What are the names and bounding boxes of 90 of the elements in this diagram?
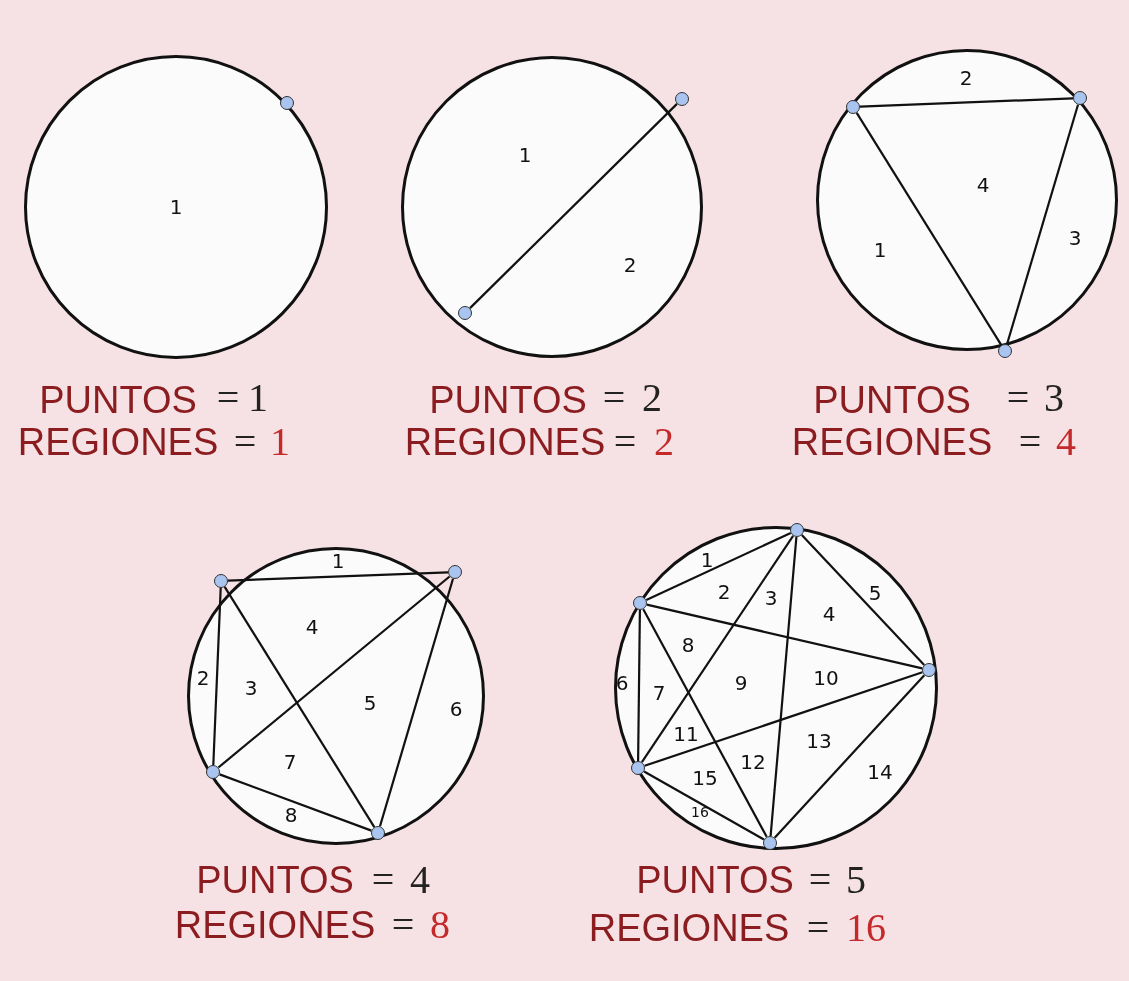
chord-line — [378, 578, 455, 827]
region-number: 1 — [331, 551, 345, 571]
region-number: 15 — [692, 768, 718, 788]
chord-line — [855, 112, 1003, 346]
chord-line — [217, 575, 451, 769]
region-number: 1 — [169, 197, 183, 217]
region-number: 7 — [283, 752, 297, 772]
region-number: 3 — [1068, 228, 1082, 248]
point-dot — [675, 92, 689, 106]
region-number: 10 — [813, 668, 839, 688]
chord-line — [644, 671, 923, 767]
point-dot — [633, 596, 647, 610]
region-number: 5 — [868, 583, 882, 603]
region-number: 2 — [959, 68, 973, 88]
caption-value: 4 — [1056, 422, 1076, 462]
region-number: 4 — [976, 175, 990, 195]
point-dot — [998, 344, 1012, 358]
region-number: 6 — [449, 699, 463, 719]
caption-label: REGIONES — [791, 423, 993, 461]
caption-value: 5 — [846, 860, 866, 900]
equals-sign: = — [391, 905, 415, 945]
caption-label: REGIONES — [404, 423, 606, 461]
chord-line — [637, 610, 641, 761]
point-dot — [1073, 91, 1087, 105]
equals-sign: = — [613, 422, 637, 462]
caption-label: PUNTOS — [429, 381, 587, 419]
region-number: 8 — [284, 805, 298, 825]
equals-sign: = — [371, 860, 395, 900]
chord-line — [641, 535, 794, 763]
region-number: 4 — [305, 617, 319, 637]
region-number: 16 — [691, 805, 709, 819]
caption-label: PUNTOS — [39, 381, 197, 419]
point-dot — [846, 100, 860, 114]
chord-line — [223, 586, 376, 828]
caption-value: 16 — [846, 908, 886, 948]
caption-value: 2 — [642, 378, 662, 418]
chord-line — [801, 534, 925, 666]
region-number: 1 — [873, 240, 887, 260]
point-dot — [214, 574, 228, 588]
region-number: 5 — [363, 693, 377, 713]
equals-sign: = — [216, 378, 240, 418]
region-number: 6 — [615, 673, 629, 693]
caption-label: REGIONES — [174, 906, 376, 944]
equals-sign: = — [1006, 378, 1030, 418]
equals-sign: = — [602, 378, 626, 418]
point-dot — [280, 96, 294, 110]
caption-label: REGIONES — [17, 423, 219, 461]
region-number: 7 — [652, 683, 666, 703]
chord-line — [643, 770, 765, 841]
region-number: 3 — [244, 678, 258, 698]
chord-line — [645, 532, 792, 601]
region-number: 9 — [734, 673, 748, 693]
region-number: 13 — [806, 731, 832, 751]
region-number: 2 — [196, 668, 210, 688]
chord-line — [212, 587, 222, 766]
point-dot — [790, 523, 804, 537]
chord-line — [646, 603, 923, 670]
region-number: 4 — [822, 604, 836, 624]
point-dot — [448, 565, 462, 579]
equals-sign: = — [808, 860, 832, 900]
chord-line — [769, 536, 798, 837]
caption-label: REGIONES — [588, 909, 790, 947]
chord-line — [227, 571, 449, 582]
caption-value: 1 — [248, 378, 268, 418]
caption-value: 8 — [430, 905, 450, 945]
equals-sign: = — [806, 908, 830, 948]
caption-label: PUNTOS — [196, 861, 354, 899]
region-number: 12 — [740, 752, 766, 772]
region-number: 14 — [867, 762, 893, 782]
region-number: 8 — [681, 635, 695, 655]
chord-line — [773, 674, 926, 839]
region-number: 11 — [673, 724, 699, 744]
chord-line — [642, 608, 768, 838]
caption-value: 4 — [410, 860, 430, 900]
equals-sign: = — [1018, 422, 1042, 462]
region-number: 3 — [764, 588, 778, 608]
point-dot — [631, 761, 645, 775]
chord-line — [1005, 104, 1080, 345]
equals-sign: = — [233, 422, 257, 462]
caption-value: 2 — [654, 422, 674, 462]
caption-value: 1 — [270, 422, 290, 462]
caption-label: PUNTOS — [636, 861, 794, 899]
caption-value: 3 — [1044, 378, 1064, 418]
region-number: 2 — [623, 255, 637, 275]
chord-line — [219, 773, 372, 832]
region-number: 2 — [717, 582, 731, 602]
chord-line — [859, 97, 1074, 108]
region-number: 1 — [700, 550, 714, 570]
caption-label: PUNTOS — [813, 381, 971, 419]
region-number: 1 — [518, 145, 532, 165]
